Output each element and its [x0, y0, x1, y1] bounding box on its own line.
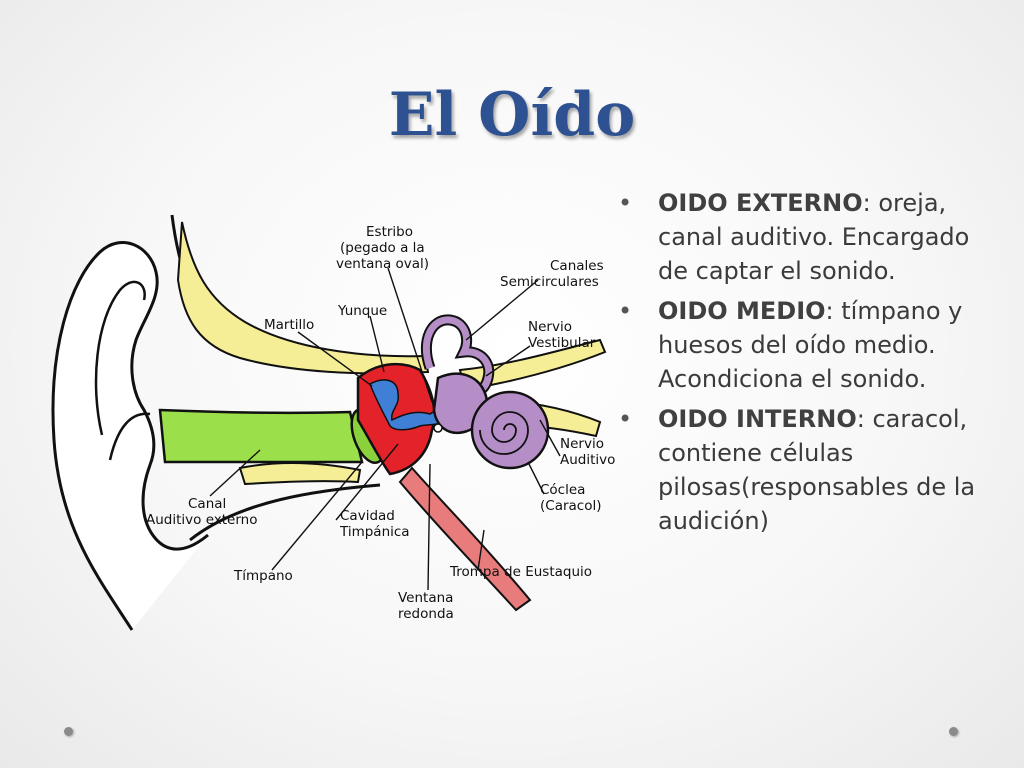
svg-text:Vestibular: Vestibular: [528, 335, 596, 351]
svg-text:Auditivo externo: Auditivo externo: [146, 512, 257, 528]
svg-text:redonda: redonda: [398, 606, 454, 622]
auricle-inner-fold: [94, 280, 146, 436]
label-canal-auditivo: Canal: [188, 496, 226, 512]
svg-text:Semicirculares: Semicirculares: [500, 274, 599, 290]
temporal-bone-right: [458, 338, 607, 392]
skull-outline-bottom: [189, 483, 381, 542]
ear-canal: [158, 408, 364, 464]
corner-dot-left: [64, 727, 73, 736]
ear-anatomy-diagram: Estribo (pegado a la ventana oval) Canal…: [51, 214, 615, 631]
label-trompa-eustaquio: Trompa de Eustaquio: [449, 564, 592, 580]
eustachian-tube: [398, 466, 532, 612]
bullet-list: • OIDO EXTERNO: oreja, canal auditivo. E…: [618, 186, 988, 544]
label-coclea: Cóclea: [540, 482, 585, 498]
bullet-term: OIDO MEDIO: [658, 297, 826, 325]
page-title: El Oído: [388, 80, 636, 150]
cochlea-spiral: [479, 411, 529, 455]
label-timpano: Tímpano: [233, 568, 293, 584]
label-nervio-auditivo: Nervio: [560, 436, 604, 452]
label-martillo: Martillo: [264, 317, 314, 333]
bullet-term: OIDO INTERNO: [658, 405, 857, 433]
outer-ear-auricle: [51, 241, 209, 631]
temporal-bone-bottom: [238, 461, 362, 486]
label-estribo: Estribo: [366, 224, 413, 240]
bullet-oido-externo: • OIDO EXTERNO: oreja, canal auditivo. E…: [618, 186, 988, 288]
bullet-text: : caracol, contiene células pilosas(resp…: [658, 405, 976, 535]
bullet-text: : tímpano y huesos del oído medio. Acond…: [658, 297, 963, 393]
label-yunque: Yunque: [337, 303, 387, 319]
svg-text:Timpánica: Timpánica: [339, 524, 410, 540]
corner-dot-right: [949, 727, 958, 736]
bullet-term: OIDO EXTERNO: [658, 189, 863, 217]
label-nervio-vestibular: Nervio: [528, 319, 572, 335]
oval-window: [433, 423, 443, 433]
cochlea: [470, 390, 550, 470]
bullet-oido-medio: • OIDO MEDIO: tímpano y huesos del oído …: [618, 294, 988, 396]
bullet-dot: •: [618, 189, 633, 217]
bullet-dot: •: [618, 405, 633, 433]
svg-text:ventana oval): ventana oval): [336, 256, 429, 272]
bullet-text: : oreja, canal auditivo. Encargado de ca…: [658, 189, 970, 285]
bullet-oido-interno: • OIDO INTERNO: caracol, contiene célula…: [618, 402, 988, 538]
svg-text:(Caracol): (Caracol): [540, 498, 602, 514]
auricle-concha-fold: [108, 412, 151, 461]
label-cavidad-timpanica: Cavidad: [340, 508, 395, 524]
svg-text:(pegado a la: (pegado a la: [340, 240, 425, 256]
svg-text:Auditivo: Auditivo: [560, 452, 615, 468]
bullet-dot: •: [618, 297, 633, 325]
label-ventana-redonda: Ventana: [398, 590, 453, 606]
leader-lines: [209, 267, 561, 591]
label-canales: Canales: [550, 258, 604, 274]
